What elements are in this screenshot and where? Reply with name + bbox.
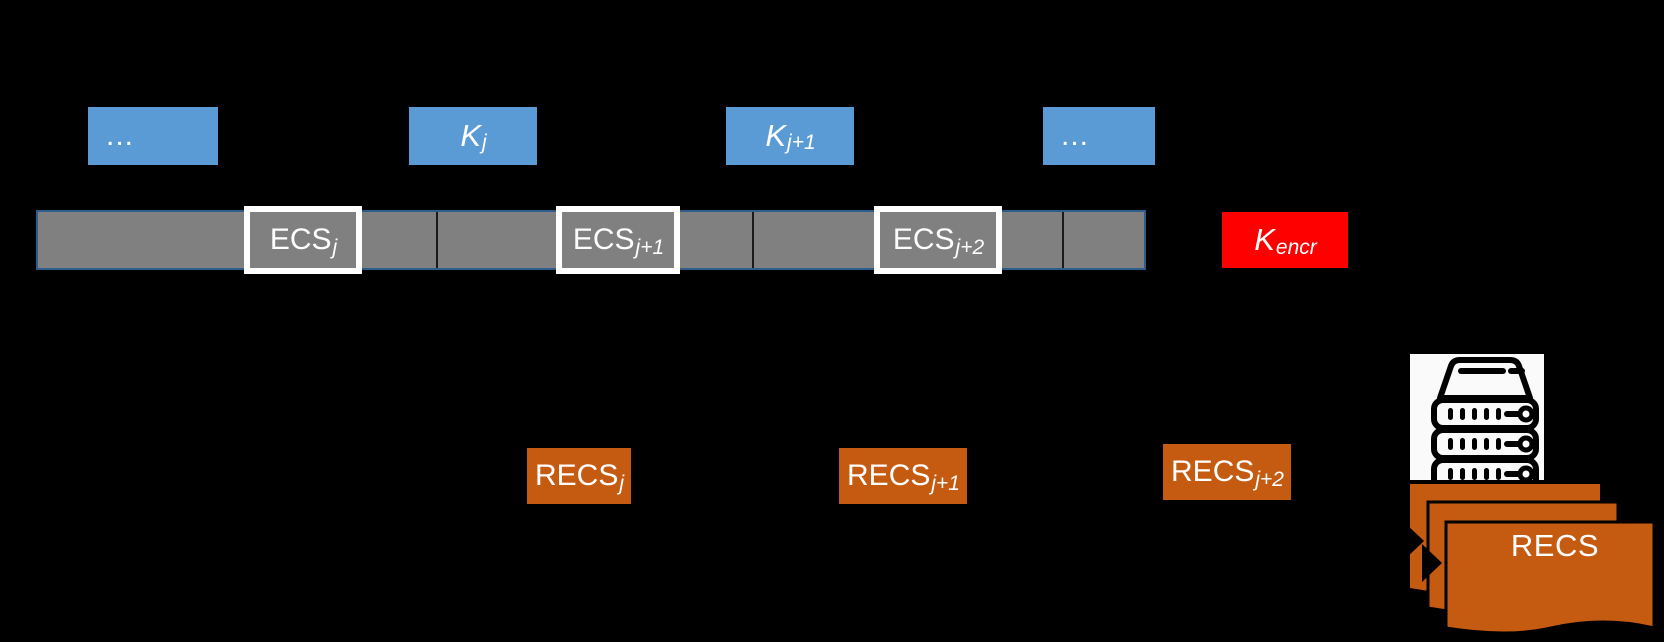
label-subscript: j+1 xyxy=(635,236,665,259)
label-base: ECS xyxy=(892,223,955,256)
label-subscript: encr xyxy=(1275,236,1317,259)
strip-divider-3 xyxy=(1062,212,1064,268)
label-base: RECS xyxy=(847,459,931,492)
label-base: K xyxy=(765,118,787,153)
label-subscript: j xyxy=(332,236,338,259)
server-rack-icon xyxy=(1410,354,1544,480)
label-subscript: j+1 xyxy=(931,472,960,495)
key-ellipsis-right: ... xyxy=(1043,107,1155,165)
arrowhead-upper xyxy=(1404,522,1424,560)
recs-stack-label: RECS xyxy=(1510,528,1600,563)
key-ellipsis-left: ... xyxy=(88,107,218,165)
strip-divider-1 xyxy=(436,212,438,268)
label-base: RECS xyxy=(534,459,619,492)
label-subscript: j+2 xyxy=(955,236,985,259)
label-subscript: j xyxy=(619,472,625,495)
arrowhead-lower xyxy=(1422,544,1442,582)
label-base: K xyxy=(1254,222,1275,257)
label-base: ECS xyxy=(269,223,332,256)
label-subscript: j+2 xyxy=(1255,468,1284,491)
ellipsis-label: ... xyxy=(1061,119,1090,152)
label-base: K xyxy=(460,118,481,153)
label-base: ECS xyxy=(572,223,635,256)
strip-divider-2 xyxy=(752,212,754,268)
label-base: RECS xyxy=(1171,455,1255,488)
recs-document-stack: RECS xyxy=(1404,484,1664,642)
label-subscript: j+1 xyxy=(787,131,816,154)
ellipsis-label: ... xyxy=(106,119,135,152)
label-subscript: j xyxy=(482,131,487,154)
